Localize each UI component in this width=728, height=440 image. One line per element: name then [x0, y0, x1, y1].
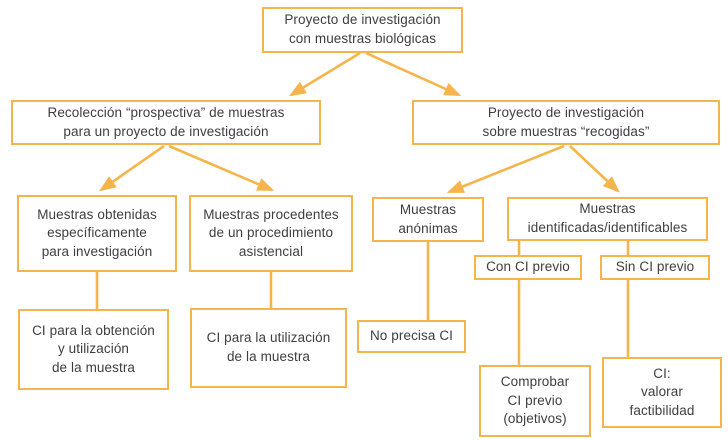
box-recoleccion-prospectiva: Recolección “prospectiva” de muestras pa… — [11, 100, 321, 145]
box-text-line: Muestras obtenidas — [37, 206, 157, 222]
box-text-line: identificadas/identificables — [527, 220, 688, 235]
box-no-precisa-ci: No precisa CI — [357, 320, 466, 353]
box-text-line: con muestras biológicas — [288, 31, 437, 46]
box-sin-ci-previo: Sin CI previo — [600, 255, 710, 280]
box-comprobar-ci-previo: Comprobar CI previo (objetivos) — [479, 365, 591, 437]
box-muestras-identificadas: Muestras identificadas/identificables — [507, 197, 708, 241]
box-text-line: CI previo — [507, 392, 563, 408]
box-text-line: No precisa CI — [369, 328, 454, 344]
box-text-line: de la muestra — [51, 359, 136, 375]
box-text-line: anónimas — [398, 220, 458, 236]
box-text-line: específicamente — [47, 225, 147, 241]
edge-recogidas-identificadas — [569, 145, 620, 193]
box-text-line: Comprobar — [500, 374, 570, 390]
box-text-line: sobre muestras “recogidas” — [482, 123, 650, 139]
box-muestras-procedentes: Muestras procedentes de un procedimiento… — [189, 195, 353, 272]
box-text-line: de un procedimiento — [208, 225, 334, 241]
box-text-line: Con CI previo — [486, 259, 570, 275]
box-ci-obtencion-utilizacion: CI para la obtención y utilización de la… — [18, 309, 169, 390]
box-con-ci-previo: Con CI previo — [474, 255, 582, 280]
box-text-line: Muestras — [579, 201, 636, 217]
box-text-line: CI para la utilización — [206, 330, 331, 346]
edge-recogidas-anonimas — [446, 144, 565, 194]
box-text-line: Recolección “prospectiva” de muestras — [47, 104, 285, 120]
box-text-line: CI: — [653, 365, 671, 381]
box-text-line: Proyecto de investigación — [487, 104, 645, 120]
box-ci-utilizacion: CI para la utilización de la muestra — [190, 308, 347, 388]
box-proyecto-muestras-recogidas: Proyecto de investigación sobre muestras… — [412, 100, 720, 145]
box-text-line: Muestras — [399, 201, 457, 217]
box-text-line: y utilización — [57, 341, 130, 357]
box-text-line: de la muestra — [226, 349, 311, 364]
edge-root-recogidas — [365, 51, 462, 97]
box-text-line: Sin CI previo — [615, 259, 695, 275]
box-proyecto-muestras-biologicas: Proyecto de investigación con muestras b… — [262, 7, 463, 53]
edge-prospectiva-obtenidas — [99, 144, 165, 192]
box-text-line: Proyecto de investigación — [284, 12, 441, 28]
box-text-line: CI para la obtención — [32, 322, 155, 338]
box-text-line: valorar — [641, 384, 683, 400]
box-ci-valorar-factibilidad: CI: valorar factibilidad — [602, 357, 722, 428]
box-text-line: Muestras procedentes — [203, 206, 339, 222]
box-muestras-obtenidas: Muestras obtenidas específicamente para … — [17, 195, 177, 272]
box-text-line: asistencial — [238, 243, 304, 259]
box-text-line: (objetivos) — [503, 411, 567, 427]
box-muestras-anonimas: Muestras anónimas — [372, 197, 484, 242]
edge-prospectiva-procedentes — [168, 144, 275, 192]
box-text-line: factibilidad — [629, 402, 695, 418]
box-text-line: para un proyecto de investigación — [63, 123, 269, 139]
box-text-line: para investigación — [41, 243, 153, 259]
edge-root-prospectiva — [289, 51, 361, 97]
